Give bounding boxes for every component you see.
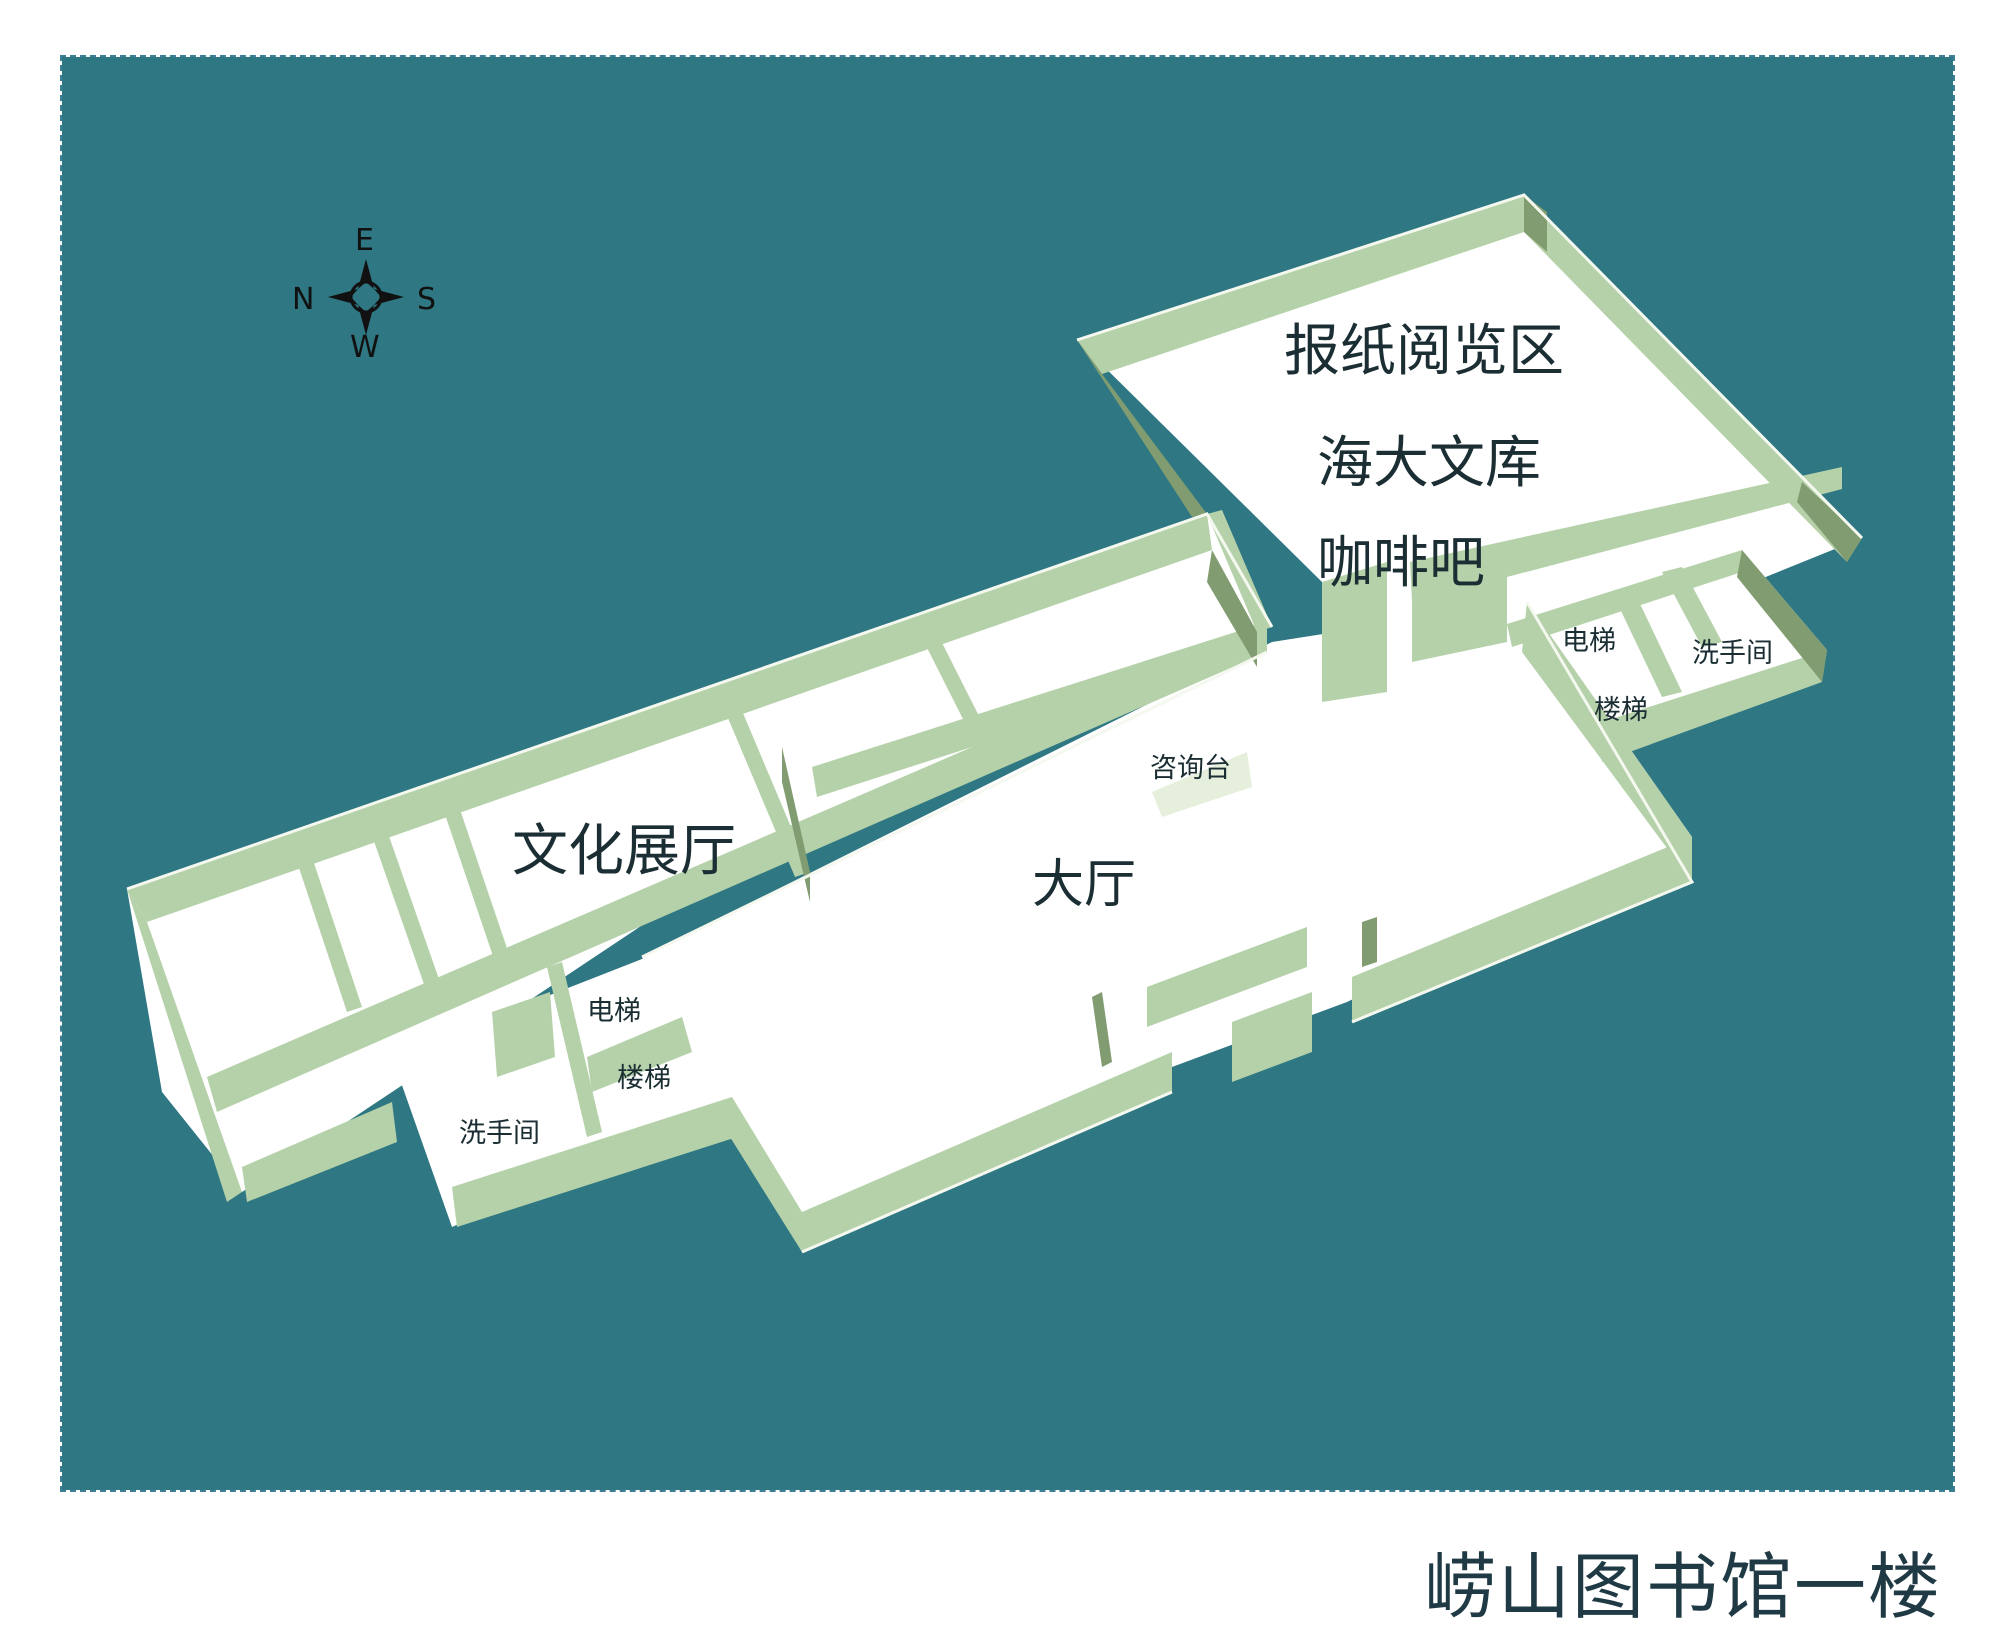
room-label-restroom-east: 洗手间 — [1692, 638, 1773, 669]
room-label-lobby: 大厅 — [1032, 855, 1136, 915]
room-label-cafe: 咖啡吧 — [1317, 531, 1485, 596]
compass-rose: E N S W — [292, 223, 436, 365]
compass-east-label: E — [355, 223, 374, 258]
room-label-haida-library: 海大文库 — [1317, 431, 1541, 496]
compass-south-label: S — [417, 282, 436, 317]
room-label-stairs-east: 楼梯 — [1594, 695, 1648, 726]
room-label-newspaper: 报纸阅览区 — [1284, 319, 1564, 384]
page-title: 崂山图书馆一楼 — [1423, 1545, 1942, 1629]
floor-map-panel: E N S W 报纸阅览区 海大文库 咖啡吧 文化展厅 大厅 咨询台 电梯 楼梯… — [60, 55, 1955, 1492]
wall-tops — [126, 193, 1864, 1254]
room-label-culture-hall: 文化展厅 — [512, 819, 736, 884]
compass-north-label: N — [292, 282, 314, 317]
walls — [127, 195, 1862, 1252]
room-label-elevator-east: 电梯 — [1562, 626, 1616, 657]
room-label-elevator-west: 电梯 — [587, 996, 641, 1027]
wall-shadows — [782, 195, 1862, 1067]
room-label-info-desk: 咨询台 — [1150, 753, 1231, 784]
compass-west-label: W — [350, 330, 380, 365]
room-label-restroom-west: 洗手间 — [459, 1118, 540, 1149]
floor-plan: E N S W 报纸阅览区 海大文库 咖啡吧 文化展厅 大厅 咨询台 电梯 楼梯… — [62, 57, 1953, 1490]
room-label-stairs-west: 楼梯 — [617, 1063, 671, 1094]
